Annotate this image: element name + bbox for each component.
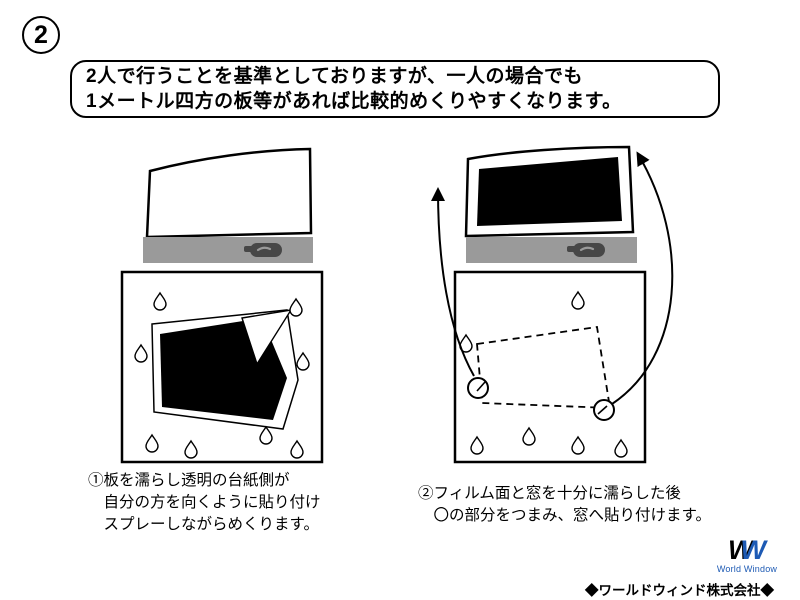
right-figure [431,145,674,464]
pinch-circle-left [467,377,489,399]
caption-step1-line3: スプレーしながらめくります。 [103,516,319,533]
right-board-edge [466,237,637,263]
caption-step1-line2: 自分の方を向くように貼り付け [103,494,321,511]
logo-letter-2: W [740,535,766,565]
caption-step1-line1: ①板を濡らし透明の台紙側が [88,472,290,489]
logo-mark: WW [714,537,780,564]
logo-letter-1: W [728,535,754,565]
arrow-left [431,187,475,377]
logo-subtitle: World Window [716,564,778,574]
caption-step2: ②フィルム面と窓を十分に濡らした後 〇の部分をつまみ、窓へ貼り付けます。 [418,483,711,527]
caption-step2-line2: 〇の部分をつまみ、窓へ貼り付けます。 [433,507,711,524]
world-window-logo: WW World Window [714,537,780,575]
left-film-on-board [151,309,299,430]
caption-step1: ①板を濡らし透明の台紙側が 自分の方を向くように貼り付け スプレーしながらめくり… [88,470,321,536]
step-number: 2 [34,20,48,49]
right-window [453,270,647,464]
film-black-face [477,157,622,226]
left-figure [120,147,324,464]
left-film-sheet [145,147,313,239]
pinch-circle-right [593,399,615,421]
peeled-backing-corner [241,309,293,366]
company-name: ◆ワールドウィンド株式会社◆ [585,583,774,598]
left-board-edge [143,237,313,263]
right-film-sheet [464,145,635,238]
notice-line-1: 2人で行うことを基準としておりますが、一人の場合でも [86,66,584,87]
step-number-badge: 2 [22,16,60,54]
caption-step2-line1: ②フィルム面と窓を十分に濡らした後 [418,485,681,502]
arrow-right [611,151,674,405]
notice-line-2: 1メートル四方の板等があれば比較的めくりやすくなります。 [86,91,622,112]
notice-box: 2人で行うことを基準としておりますが、一人の場合でも 1メートル四方の板等があれ… [70,60,720,118]
